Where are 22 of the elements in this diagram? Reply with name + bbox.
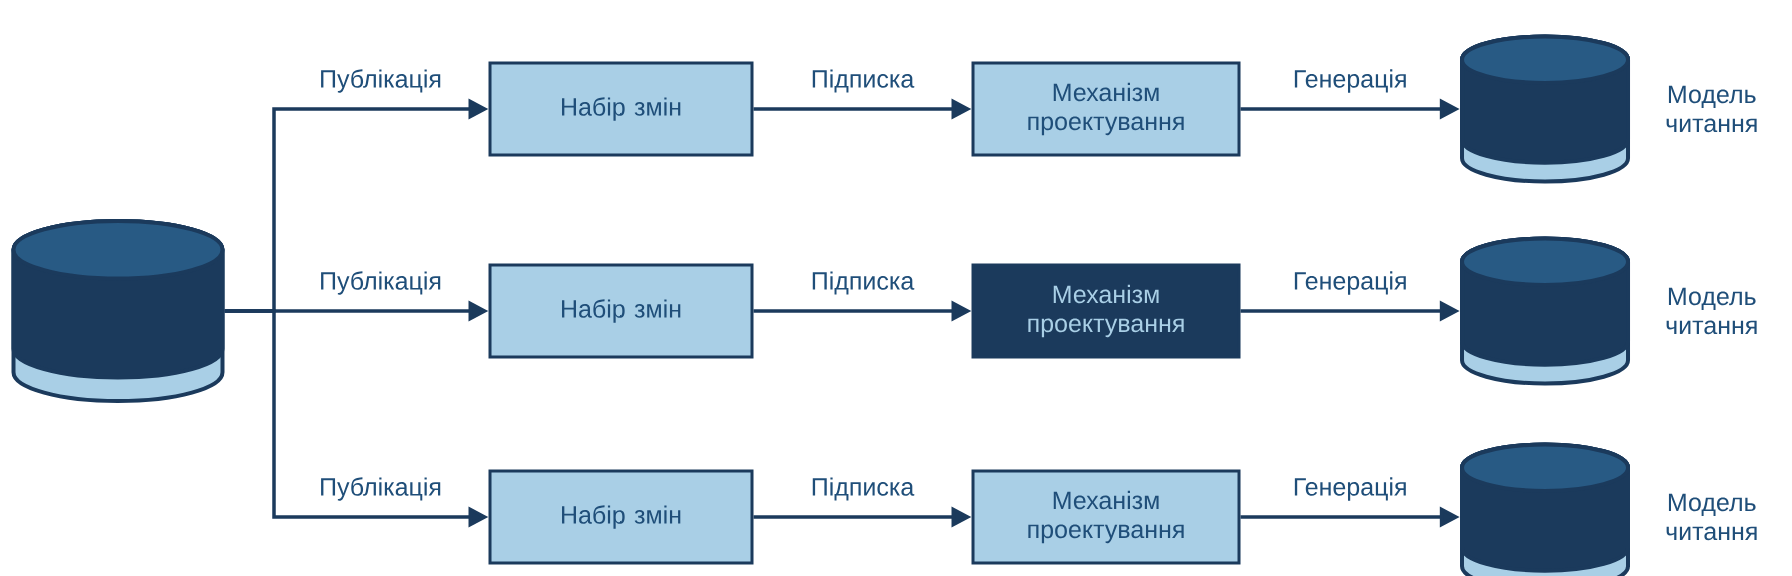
node-caption: Модель читання bbox=[1666, 85, 1757, 133]
edge-label: Публікація bbox=[321, 271, 441, 295]
process-box: Набір змін bbox=[488, 263, 754, 359]
database-cylinder bbox=[1460, 442, 1630, 576]
database-cylinder bbox=[11, 219, 225, 403]
edge-label: Генерація bbox=[1294, 69, 1406, 93]
process-box: Механізм проектування bbox=[971, 263, 1241, 359]
database-cylinder bbox=[1460, 34, 1630, 184]
edge-label: Публікація bbox=[321, 477, 441, 501]
process-box: Механізм проектування bbox=[971, 61, 1241, 157]
edge-label: Публікація bbox=[321, 69, 441, 93]
node-caption: Модель читання bbox=[1666, 287, 1757, 335]
process-box: Набір змін bbox=[488, 61, 754, 157]
process-box: Механізм проектування bbox=[971, 469, 1241, 565]
node-caption: Модель читання bbox=[1666, 493, 1757, 541]
edge-label: Підписка bbox=[812, 69, 915, 93]
edge-label: Генерація bbox=[1294, 271, 1406, 295]
edge-label: Генерація bbox=[1294, 477, 1406, 501]
edge-label: Підписка bbox=[812, 271, 915, 295]
edge-label: Підписка bbox=[812, 477, 915, 501]
database-cylinder bbox=[1460, 236, 1630, 386]
process-box: Набір змін bbox=[488, 469, 754, 565]
